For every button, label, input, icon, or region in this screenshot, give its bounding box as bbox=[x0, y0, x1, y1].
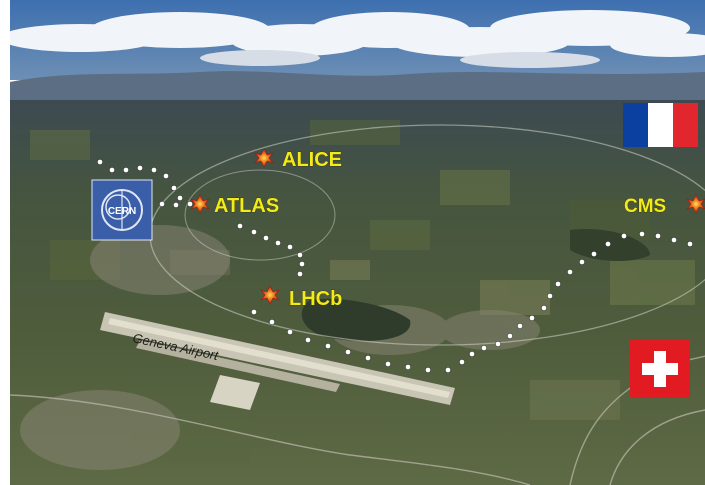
beamline-dot bbox=[171, 185, 177, 191]
beamline-dot bbox=[123, 167, 129, 173]
cms-marker bbox=[686, 194, 705, 214]
atlas-marker bbox=[190, 194, 210, 214]
beamline-dot bbox=[445, 367, 451, 373]
beamline-dot bbox=[237, 223, 243, 229]
cern-logo-text: CERN bbox=[108, 206, 136, 217]
beamline-dot bbox=[687, 241, 693, 247]
beamline-dot bbox=[187, 201, 193, 207]
beamline-dot bbox=[541, 305, 547, 311]
beamline-dot bbox=[151, 167, 157, 173]
beamline-dot bbox=[495, 341, 501, 347]
atlas-label: ATLAS bbox=[214, 195, 279, 217]
beamline-dot bbox=[655, 233, 661, 239]
beamline-dot bbox=[137, 165, 143, 171]
beamline-dot bbox=[109, 167, 115, 173]
beamline-dot bbox=[671, 237, 677, 243]
beamline-dot bbox=[263, 235, 269, 241]
beamline-dot bbox=[529, 315, 535, 321]
beamline-dot bbox=[591, 251, 597, 257]
lhcb-marker bbox=[260, 285, 280, 305]
beamline-dot bbox=[567, 269, 573, 275]
beamline-dots bbox=[97, 159, 693, 373]
beamline-dot bbox=[269, 319, 275, 325]
beamline-dot bbox=[405, 364, 411, 370]
forest-patch bbox=[301, 298, 411, 341]
aerial-map: CERN ALICE ATLAS LHCb CMS Geneva Airport bbox=[10, 0, 705, 485]
beamline-dot bbox=[469, 351, 475, 357]
beamline-dot bbox=[555, 281, 561, 287]
beamline-dot bbox=[297, 252, 303, 258]
beamline-dot bbox=[299, 261, 305, 267]
beamline-dot bbox=[297, 271, 303, 277]
beamline-dot bbox=[365, 355, 371, 361]
beamline-dot bbox=[97, 159, 103, 165]
beamline-dot bbox=[579, 259, 585, 265]
beamline-dot bbox=[275, 240, 281, 246]
beamline-dot bbox=[287, 329, 293, 335]
beamline-dot bbox=[305, 337, 311, 343]
beamline-dot bbox=[173, 202, 179, 208]
beamline-dot bbox=[507, 333, 513, 339]
france-flag bbox=[623, 103, 698, 147]
switzerland-flag bbox=[630, 340, 690, 398]
beamline-dot bbox=[517, 323, 523, 329]
beamline-dot bbox=[639, 231, 645, 237]
beamline-dot bbox=[251, 229, 257, 235]
clouds bbox=[10, 10, 705, 68]
geneva-airport bbox=[100, 312, 455, 410]
cms-label: CMS bbox=[624, 196, 666, 217]
alice-label: ALICE bbox=[282, 149, 342, 171]
beamline-dot bbox=[425, 367, 431, 373]
cern-logo: CERN bbox=[91, 179, 153, 241]
beamline-dot bbox=[325, 343, 331, 349]
beamline-dot bbox=[385, 361, 391, 367]
beamline-dot bbox=[251, 309, 257, 315]
alice-marker bbox=[254, 148, 274, 168]
beamline-dot bbox=[621, 233, 627, 239]
beamline-dot bbox=[481, 345, 487, 351]
beamline-dot bbox=[345, 349, 351, 355]
beamline-dot bbox=[605, 241, 611, 247]
beamline-dot bbox=[163, 173, 169, 179]
lhcb-label: LHCb bbox=[289, 288, 342, 310]
sps-ring bbox=[184, 169, 336, 261]
beamline-dot bbox=[287, 244, 293, 250]
beamline-dot bbox=[177, 195, 183, 201]
beamline-dot bbox=[547, 293, 553, 299]
beamline-dot bbox=[159, 201, 165, 207]
beamline-dot bbox=[459, 359, 465, 365]
